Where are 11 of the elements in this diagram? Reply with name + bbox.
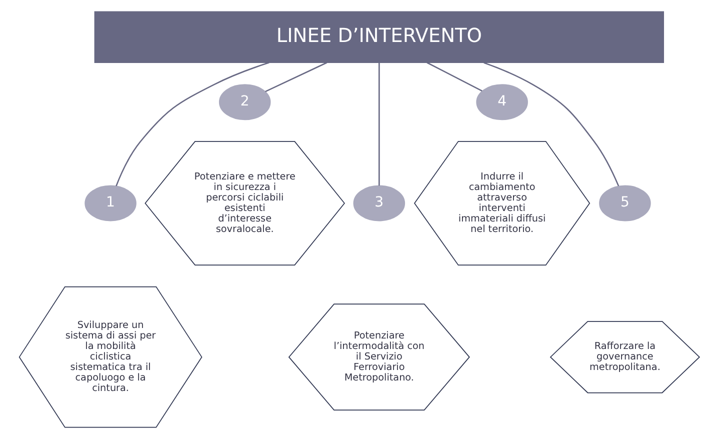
connector xyxy=(483,62,619,186)
node-ellipse: 4 xyxy=(476,84,528,120)
node-ellipse: 5 xyxy=(598,185,650,222)
node-box: LINEE D’INTERVENTO xyxy=(94,11,664,64)
node-ellipse: 3 xyxy=(352,185,405,222)
connector xyxy=(115,62,269,186)
connector xyxy=(378,62,380,186)
connector xyxy=(264,62,327,92)
node-ellipse: 1 xyxy=(84,185,136,222)
node-ellipse: 2 xyxy=(218,84,270,120)
connector xyxy=(426,62,482,92)
